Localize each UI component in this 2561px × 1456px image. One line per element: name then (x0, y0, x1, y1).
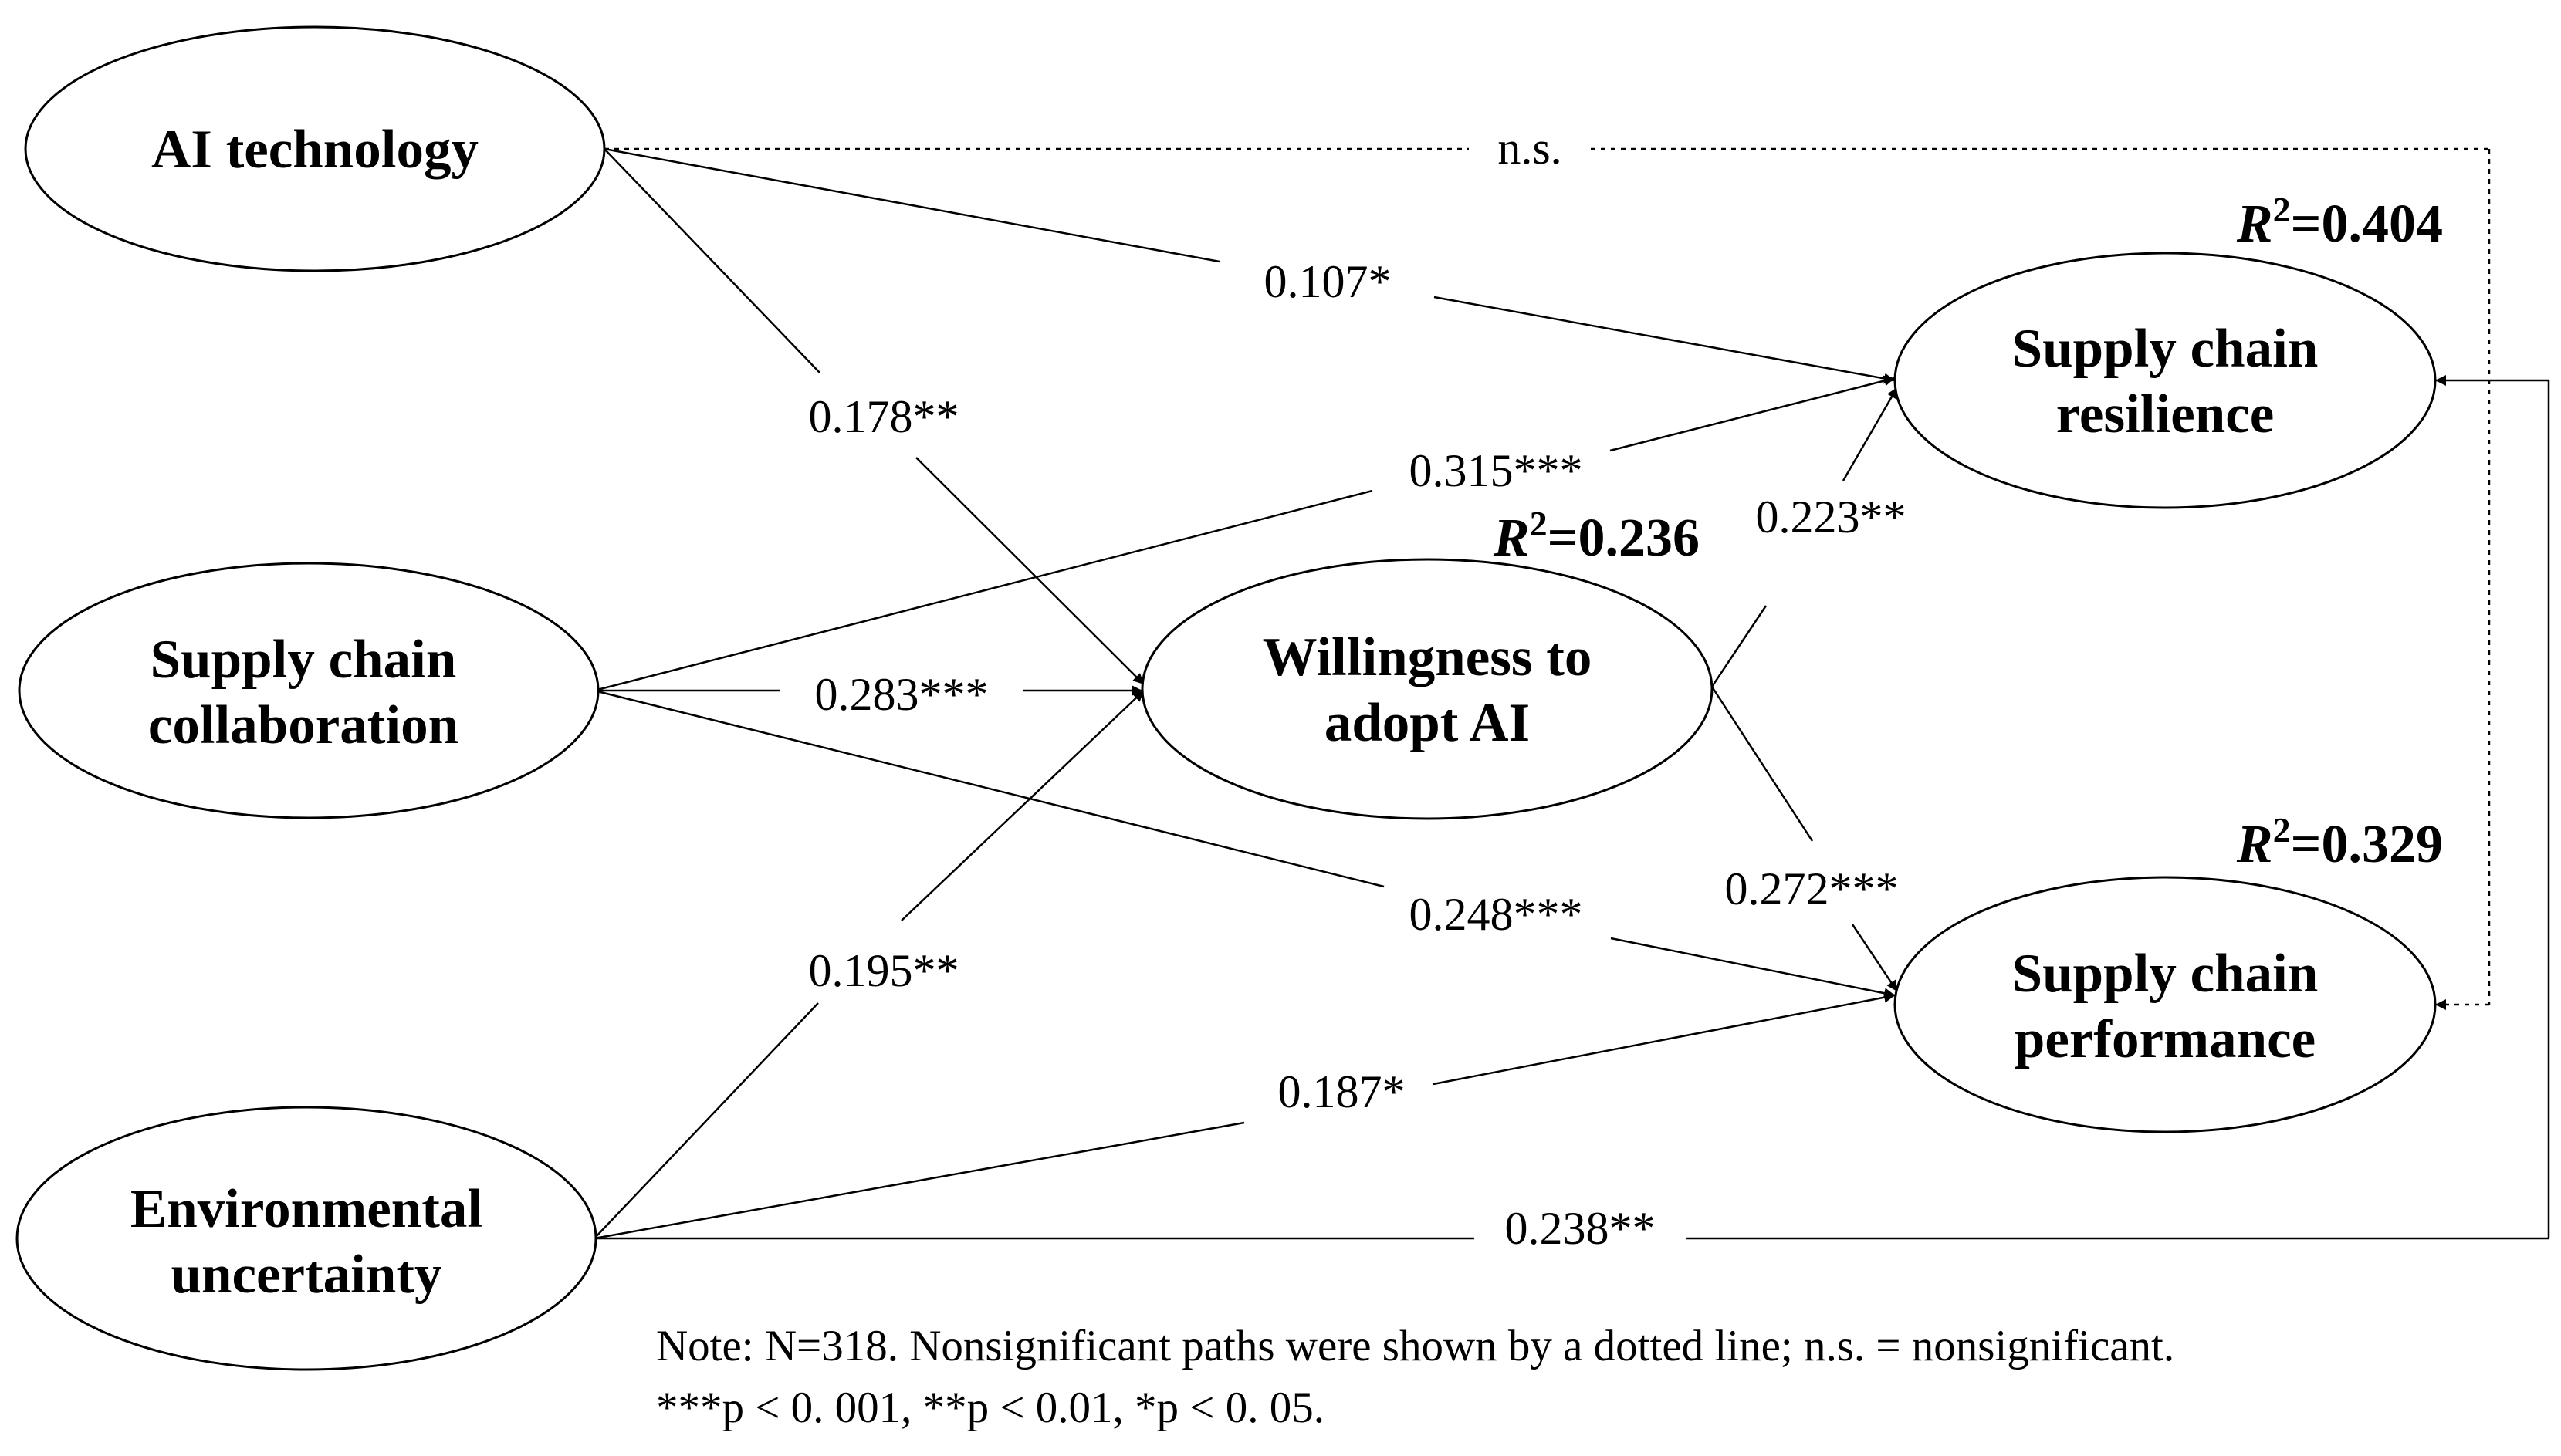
label-ai-resilience: 0.107* (1264, 256, 1392, 307)
path-uncert-to-willingness (594, 690, 1145, 1239)
node-ai-technology-label: AI technology (151, 120, 479, 180)
label-collab-resilience: 0.315*** (1409, 445, 1583, 496)
path-willingness-to-performance (1710, 686, 1899, 992)
label-willingness-performance: 0.272*** (1725, 863, 1899, 914)
nodes: AI technology Supply chain collaboration… (15, 25, 2437, 1371)
node-supply-chain-resilience: Supply chain resilience (1893, 252, 2437, 509)
r2-resilience: R2=0.404 (2236, 190, 2443, 254)
node-collaboration-line1: Supply chain (151, 630, 457, 690)
node-performance-line1: Supply chain (2012, 944, 2319, 1004)
node-performance-line2: performance (2015, 1009, 2316, 1069)
node-collaboration-line2: collaboration (148, 695, 458, 755)
label-ai-willingness: 0.178** (809, 391, 959, 442)
node-environmental-uncertainty: Environmental uncertainty (15, 1106, 597, 1371)
label-uncert-willingness: 0.195** (809, 945, 959, 996)
label-willingness-resilience: 0.223** (1756, 492, 1906, 542)
figure-note: Note: N=318. Nonsignificant paths were s… (656, 1316, 2174, 1439)
path-uncert-to-performance (594, 991, 1896, 1240)
path-uncert-to-resilience (594, 375, 2550, 1240)
r-squared-labels: R2=0.236 R2=0.404 R2=0.329 (1493, 190, 2443, 874)
node-willingness-line2: adopt AI (1324, 693, 1530, 753)
path-willingness-to-resilience (1710, 387, 1899, 687)
node-supply-chain-collaboration: Supply chain collaboration (18, 562, 600, 819)
node-willingness-line1: Willingness to (1263, 627, 1592, 687)
node-resilience-line2: resilience (2056, 384, 2275, 444)
label-uncert-resilience: 0.238** (1505, 1203, 1656, 1254)
note-line-2: ***p < 0. 001, **p < 0.01, *p < 0. 05. (656, 1383, 1324, 1432)
path-ai-to-performance-dotted (604, 147, 2491, 1010)
r2-performance: R2=0.329 (2236, 810, 2443, 874)
node-resilience-line1: Supply chain (2012, 319, 2319, 379)
label-collab-willingness: 0.283*** (815, 669, 989, 720)
paths (594, 147, 2550, 1240)
node-uncertainty-line2: uncertainty (171, 1245, 441, 1305)
node-uncertainty-line1: Environmental (130, 1179, 482, 1239)
node-ai-technology: AI technology (24, 25, 606, 272)
r2-willingness: R2=0.236 (1493, 504, 1700, 568)
path-ai-to-resilience (604, 147, 1896, 384)
path-ai-to-willingness (604, 148, 1145, 685)
note-line-1: Note: N=318. Nonsignificant paths were s… (656, 1322, 2175, 1370)
label-uncert-performance: 0.187* (1278, 1066, 1406, 1117)
path-labels: 0.107* 0.178** n.s. 0.315*** 0.283*** 0.… (809, 123, 1906, 1254)
path-collab-to-performance (594, 689, 1896, 999)
node-supply-chain-performance: Supply chain performance (1893, 876, 2437, 1133)
label-ai-performance: n.s. (1497, 123, 1561, 174)
label-collab-performance: 0.248*** (1409, 889, 1583, 940)
path-collab-to-resilience (594, 375, 1896, 692)
node-willingness-to-adopt-ai: Willingness to adopt AI (1141, 558, 1714, 820)
